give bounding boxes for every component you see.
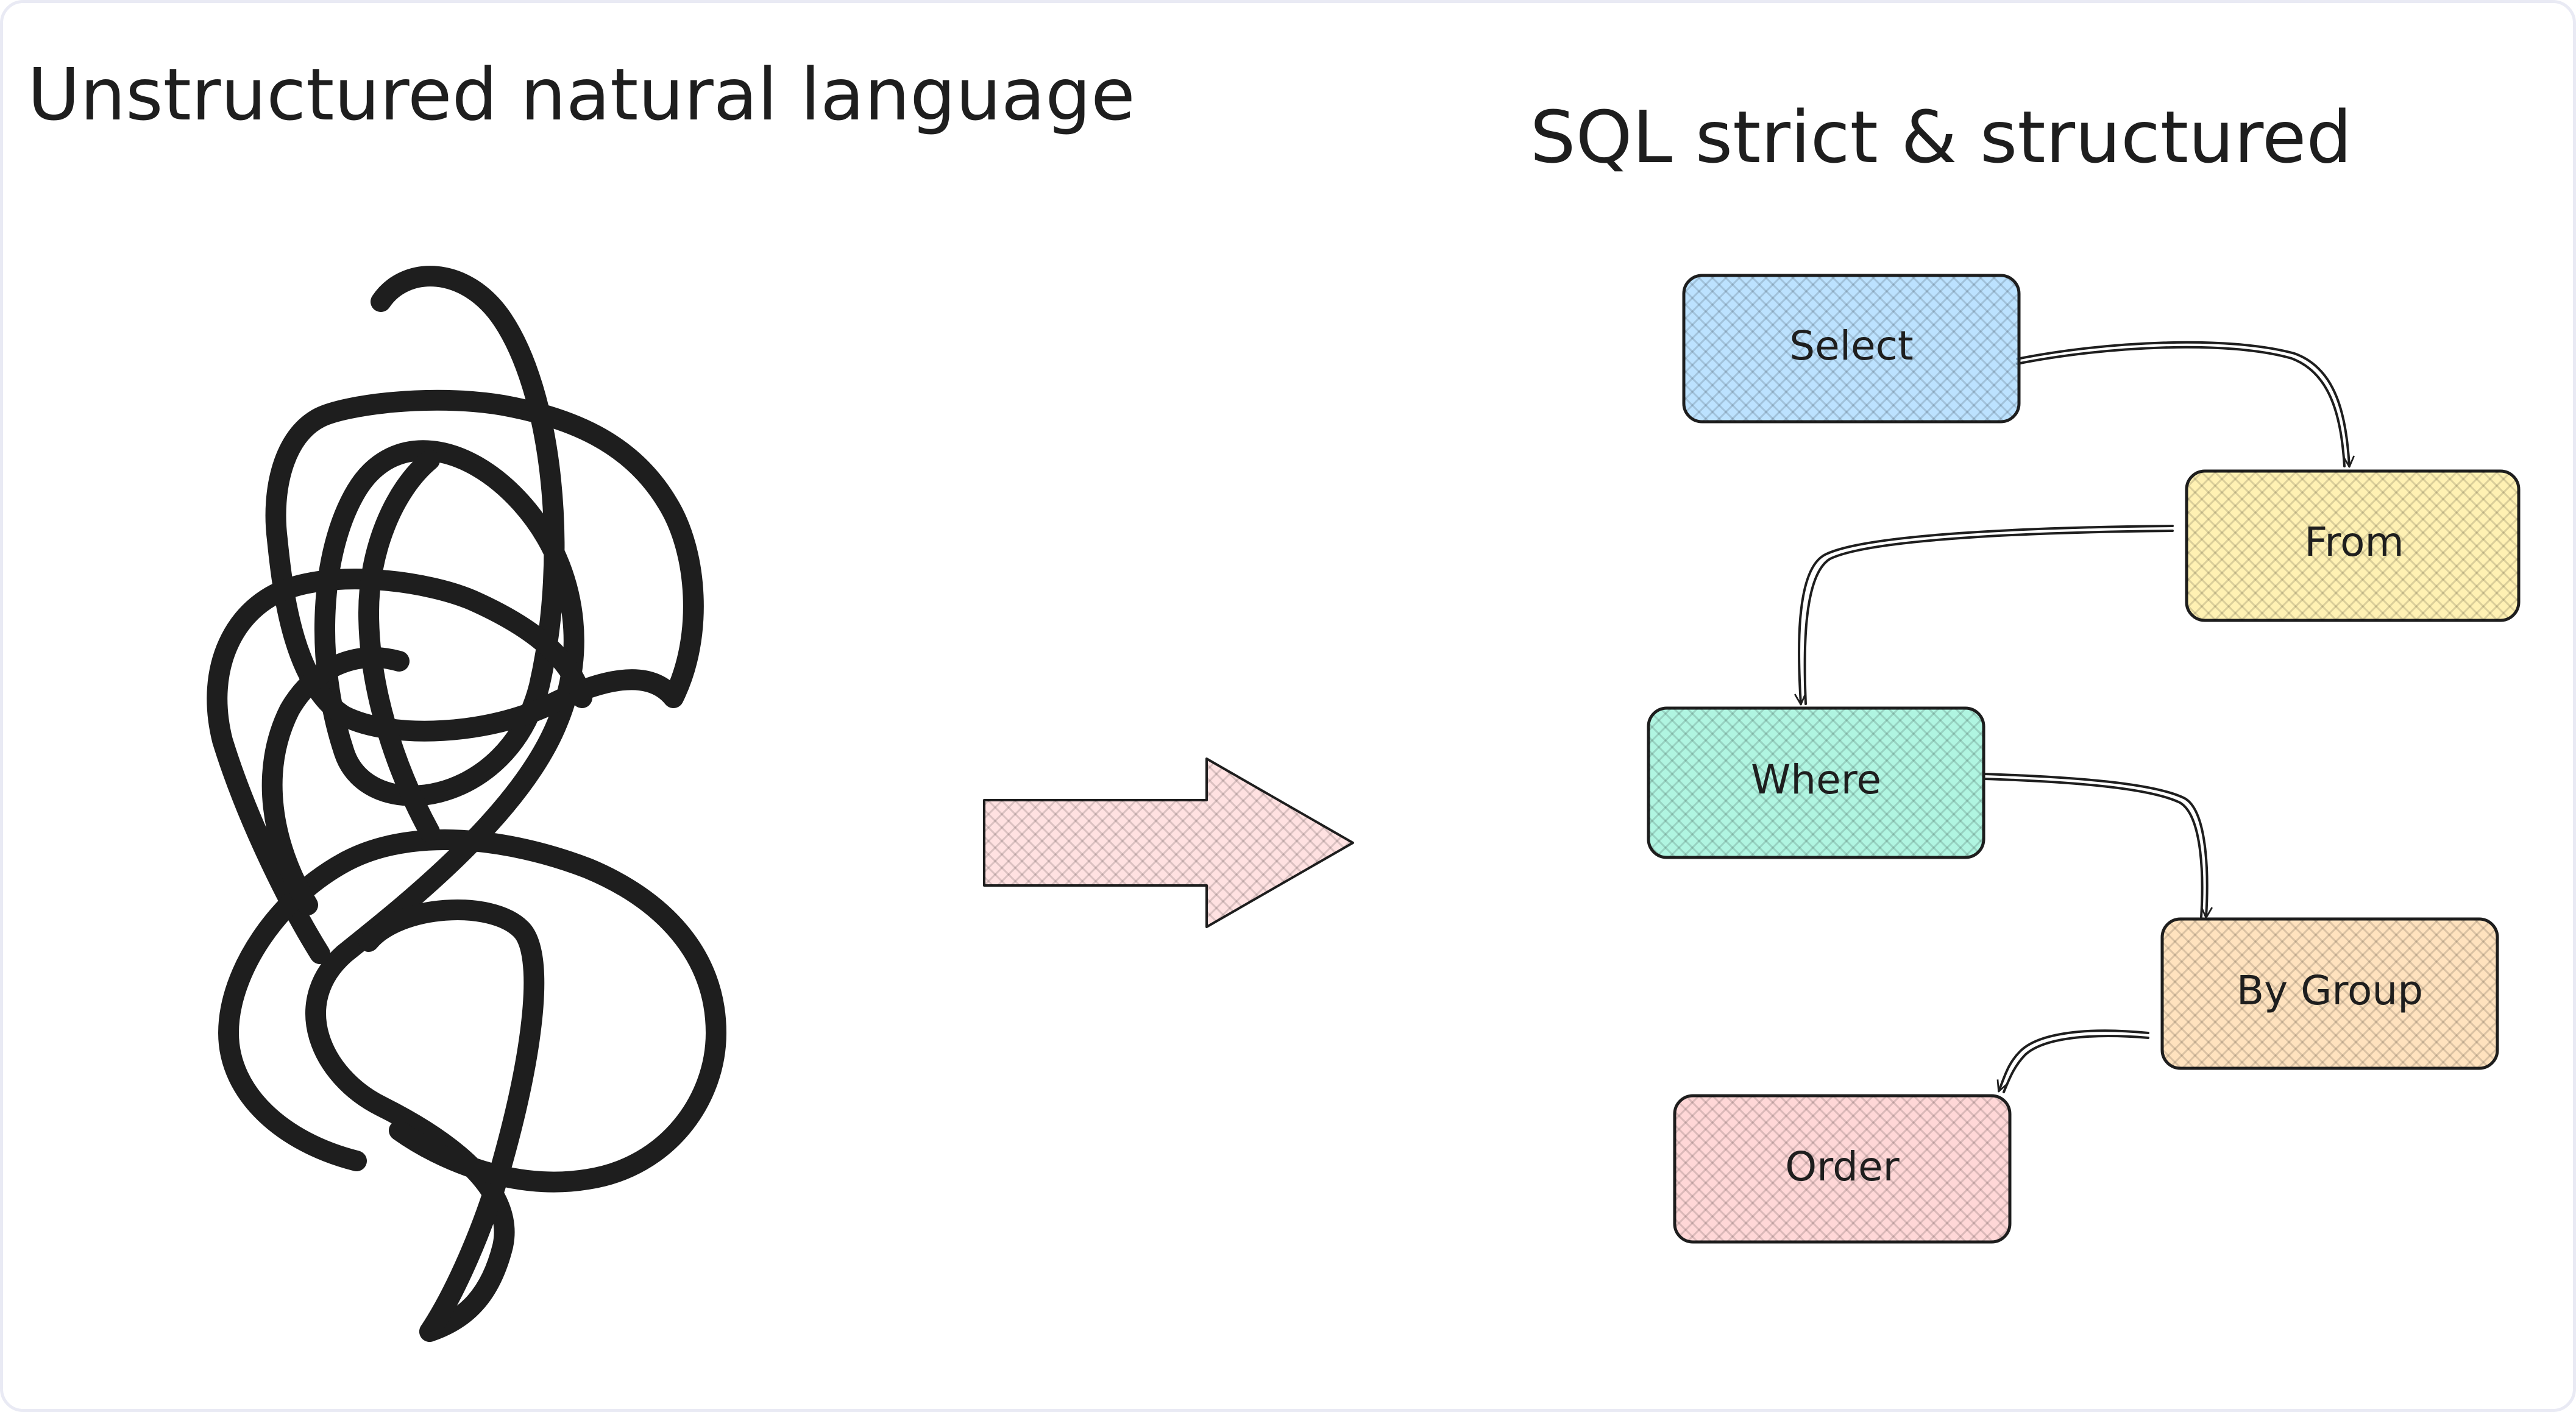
node-select-label: Select xyxy=(1789,322,1914,369)
node-order-label: Order xyxy=(1785,1143,1900,1190)
node-from-label: From xyxy=(2304,519,2404,566)
node-select: Select xyxy=(1682,274,2021,424)
select-to-from-arrow xyxy=(2016,341,2355,468)
right-title: SQL strict & structured xyxy=(1530,95,2352,179)
where-to-bygroup-arrow xyxy=(1982,773,2213,919)
node-order: Order xyxy=(1673,1094,2012,1244)
bygroup-to-order-arrow xyxy=(1996,1029,2149,1093)
node-by-group-label: By Group xyxy=(2237,967,2423,1014)
scribble-icon xyxy=(207,266,726,1342)
big-right-arrow-icon xyxy=(983,757,1354,928)
node-where-label: Where xyxy=(1751,756,1881,803)
from-to-where-arrow xyxy=(1794,525,2174,706)
node-from: From xyxy=(2185,469,2521,622)
diagram-svg: Select From Where By Group Order xyxy=(207,266,2521,1342)
node-where: Where xyxy=(1647,706,1985,859)
node-by-group: By Group xyxy=(2160,917,2499,1070)
